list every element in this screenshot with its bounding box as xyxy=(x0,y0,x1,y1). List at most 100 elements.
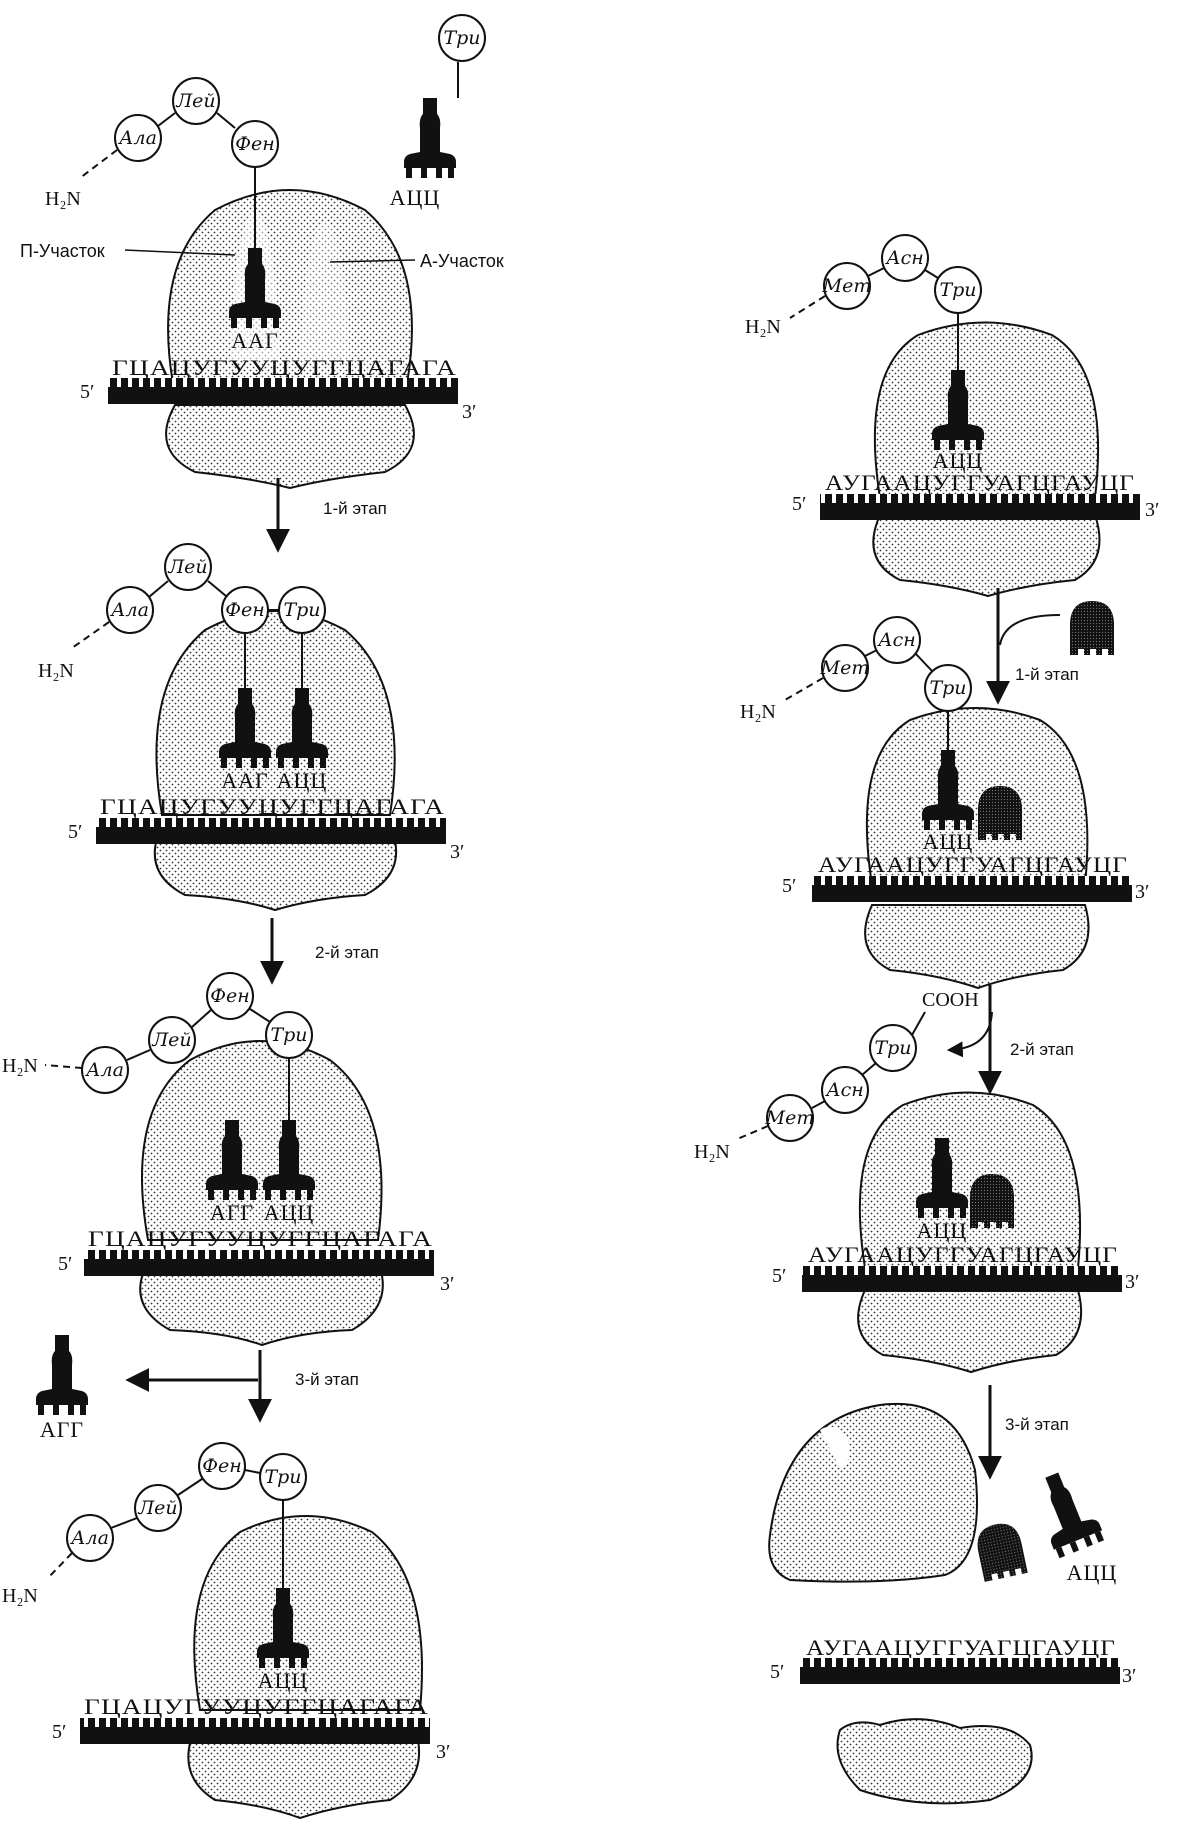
ribosome-small-subunit xyxy=(857,1289,1083,1374)
ribosome-small-subunit xyxy=(165,404,415,490)
ribosome-large-subunit-free xyxy=(768,1402,978,1583)
mrna-strand xyxy=(800,1658,1120,1684)
ribosome-small-subunit xyxy=(153,824,398,912)
anticodon-a: АЦЦ xyxy=(277,768,328,793)
three-prime: 3′ xyxy=(1122,1665,1136,1687)
aa-met: Мет xyxy=(820,657,870,679)
released-anticodon: АГГ xyxy=(40,1417,84,1442)
ribosome-large-subunit xyxy=(865,707,1089,886)
anticodon-p: ААГ xyxy=(231,328,279,353)
step-label: 1-й этап xyxy=(323,499,387,518)
three-prime: 3′ xyxy=(450,841,464,863)
three-prime: 3′ xyxy=(1125,1271,1139,1293)
panel-right-1: Мет Асн Три H₂N АЦЦ АУГААЦУГГУАГЦГАУЦГ 5… xyxy=(745,234,1159,705)
ribosome-small-subunit xyxy=(872,514,1101,598)
ribosome-large-subunit xyxy=(140,1040,383,1241)
three-prime: 3′ xyxy=(462,401,476,423)
mrna-sequence: АУГААЦУГГУАГЦГАУЦГ xyxy=(806,1635,1116,1660)
five-prime: 5′ xyxy=(80,381,94,403)
ribosome-small-subunit xyxy=(864,904,1090,990)
panel-left-2: Ала Лей Фен Три H₂N ААГ АЦЦ ГЦАЦУГУУЦУГГ… xyxy=(38,543,464,985)
aa-ala: Ала xyxy=(69,1527,109,1549)
mrna-sequence: АУГААЦУГГУАГЦГАУЦГ xyxy=(818,852,1128,877)
aa-lei: Лей xyxy=(151,1029,191,1051)
five-prime: 5′ xyxy=(68,821,82,843)
anticodon-p: АЦЦ xyxy=(933,448,984,473)
ribosome-large-subunit xyxy=(167,189,413,396)
mrna-sequence: АУГААЦУГГУАГЦГАУЦГ xyxy=(825,470,1135,495)
ribosome-large-subunit xyxy=(193,1515,423,1711)
aa-tri: Три xyxy=(929,677,966,699)
ribosome-small-subunit xyxy=(139,1261,384,1347)
three-prime: 3′ xyxy=(1135,881,1149,903)
aa-tri: Три xyxy=(264,1466,301,1488)
panel-right-4: АЦЦ АУГААЦУГГУАГЦГАУЦГ 5′ 3′ xyxy=(768,1402,1136,1805)
aa-tri: Три xyxy=(939,279,976,301)
mrna-sequence: ГЦАЦУГУУЦУГГЦАГАГА xyxy=(112,355,457,380)
five-prime: 5′ xyxy=(792,493,806,515)
aa-lei: Лей xyxy=(167,556,207,578)
aa-asn: Асн xyxy=(876,629,916,651)
aa-tri: Три xyxy=(283,599,320,621)
amino-terminus: H₂N xyxy=(2,1585,38,1607)
three-prime: 3′ xyxy=(440,1273,454,1295)
amino-terminus: H₂N xyxy=(2,1055,38,1077)
aa-fen: Фен xyxy=(225,599,265,621)
step-label: 3-й этап xyxy=(295,1370,359,1389)
aa-fen: Фен xyxy=(235,133,275,155)
five-prime: 5′ xyxy=(782,875,796,897)
mrna-sequence: ГЦАЦУГУУЦУГГЦАГАГА xyxy=(84,1694,429,1719)
step-label: 2-й этап xyxy=(1010,1040,1074,1059)
incoming-trna xyxy=(404,98,456,178)
mrna-strand xyxy=(802,1266,1122,1292)
aa-lei: Лей xyxy=(137,1497,177,1519)
ribosome-large-subunit xyxy=(858,1091,1082,1269)
aa-tri: Три xyxy=(270,1024,307,1046)
released-anticodon: АЦЦ xyxy=(1067,1560,1118,1585)
mrna-strand xyxy=(96,818,446,844)
p-site-label: П-Участок xyxy=(20,241,105,261)
anticodon-p: АГГ xyxy=(210,1200,254,1225)
three-prime: 3′ xyxy=(1145,499,1159,521)
released-trna xyxy=(1027,1465,1106,1560)
amino-terminus: H₂N xyxy=(694,1141,730,1163)
step-label: 3-й этап xyxy=(1005,1415,1069,1434)
aa-ala: Ала xyxy=(117,127,157,149)
aa-asn: Асн xyxy=(824,1079,864,1101)
mrna-sequence: ГЦАЦУГУУЦУГГЦАГАГА xyxy=(88,1226,433,1251)
release-factor-free xyxy=(973,1519,1028,1582)
mrna-sequence: ГЦАЦУГУУЦУГГЦАГАГА xyxy=(100,794,445,819)
mrna-sequence: АУГААЦУГГУАГЦГАУЦГ xyxy=(808,1242,1118,1267)
aa-fen: Фен xyxy=(202,1455,242,1477)
panel-left-3: Ала Лей Фен Три H₂N АГГ АЦЦ ГЦАЦУГУУЦУГГ… xyxy=(2,972,454,1442)
step-label: 1-й этап xyxy=(1015,665,1079,684)
step-label: 2-й этап xyxy=(315,943,379,962)
mrna-strand xyxy=(80,1718,430,1744)
anticodon-p: АЦЦ xyxy=(923,829,974,854)
ribosome-small-subunit xyxy=(187,1727,421,1820)
aa-tri: Три xyxy=(443,27,480,49)
aa-tri: Три xyxy=(874,1037,911,1059)
anticodon-p: АЦЦ xyxy=(258,1668,309,1693)
amino-terminus: H₂N xyxy=(45,188,81,210)
release-factor-bound xyxy=(978,786,1022,840)
panel-right-3: АЦЦ АУГААЦУГГУАГЦГАУЦГ 5′ 3′ 3-й этап xyxy=(772,1091,1139,1480)
panel-left-1: Ала Лей Фен H₂N Три АЦЦ П-Участок А-Учас… xyxy=(20,14,504,553)
amino-terminus: H₂N xyxy=(38,660,74,682)
aa-met: Мет xyxy=(822,275,872,297)
released-trna xyxy=(36,1335,88,1415)
amino-terminus: H₂N xyxy=(740,701,776,723)
aa-ala: Ала xyxy=(84,1059,124,1081)
aa-lei: Лей xyxy=(175,90,215,112)
mrna-strand xyxy=(820,494,1140,520)
aa-met: Мет xyxy=(765,1107,815,1129)
aa-asn: Асн xyxy=(884,247,924,269)
five-prime: 5′ xyxy=(770,1661,784,1683)
release-factor-bound xyxy=(970,1174,1014,1228)
five-prime: 5′ xyxy=(58,1253,72,1275)
release-factor xyxy=(1070,601,1114,655)
ribosome-large-subunit xyxy=(873,321,1100,499)
a-site-label: А-Участок xyxy=(420,251,504,271)
panel-left-4: Ала Лей Фен Три H₂N АЦЦ ГЦАЦУГУУЦУГГЦАГА… xyxy=(2,1442,450,1820)
